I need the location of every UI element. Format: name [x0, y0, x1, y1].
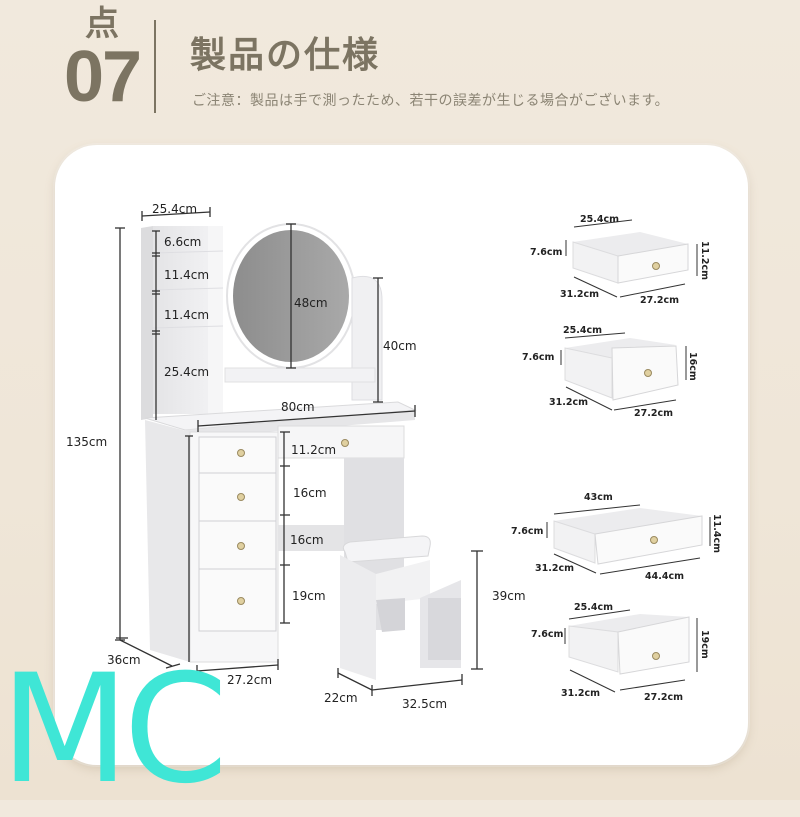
drawer-4-side: 7.6cm: [531, 629, 563, 640]
drawer-3-depth: 31.2cm: [535, 563, 574, 574]
drawer-1-front-width: 27.2cm: [640, 295, 679, 306]
drawer-2-depth: 31.2cm: [549, 397, 588, 408]
total-height-label: 135cm: [66, 435, 107, 449]
drawer-diagram-3: 43cm 7.6cm 11.4cm 31.2cm 44.4cm: [511, 492, 722, 582]
depth-label: 36cm: [107, 653, 141, 667]
drawer-1-width: 25.4cm: [580, 214, 619, 225]
drawer-3-side: 7.6cm: [511, 526, 543, 537]
drawer-1-side: 7.6cm: [530, 247, 562, 258]
drawer-2-label: 16cm: [293, 486, 327, 500]
mirror-stand-label: 40cm: [383, 339, 417, 353]
drawer-4-front-width: 27.2cm: [644, 692, 683, 703]
vanity-dimension-lines: [115, 207, 483, 696]
page-title: 製品の仕様: [190, 35, 381, 76]
drawer-3-label: 16cm: [290, 533, 324, 547]
drawer-diagram-1: 25.4cm 7.6cm 11.2cm 31.2cm 27.2cm: [530, 214, 710, 306]
point-label: 点: [85, 4, 119, 44]
point-number: 07: [63, 37, 142, 117]
drawer-diagram-2: 25.4cm 7.6cm 16cm 31.2cm 27.2cm: [522, 325, 698, 419]
vanity-table: [141, 223, 417, 663]
drawer-3-width: 43cm: [584, 492, 613, 503]
shelf-width-label: 25.4cm: [152, 202, 197, 216]
drawer-2-front-width: 27.2cm: [634, 408, 673, 419]
drawer-2-front-height: 16cm: [687, 352, 698, 381]
shelf-4-label: 25.4cm: [164, 365, 209, 379]
mirror-label: 48cm: [294, 296, 328, 310]
stool: [340, 535, 461, 680]
drawer-diagram-4: 25.4cm 7.6cm 19cm 31.2cm 27.2cm: [531, 602, 710, 703]
stool-height-label: 39cm: [492, 589, 526, 603]
drawer-3-front-width: 44.4cm: [645, 571, 684, 582]
table-width-label: 80cm: [281, 400, 315, 414]
shelf-3-label: 11.4cm: [164, 308, 209, 322]
stool-depth-label: 22cm: [324, 691, 358, 705]
watermark: MC: [0, 643, 228, 817]
cabinet-width-label: 27.2cm: [227, 673, 272, 687]
drawer-3-front-height: 11.4cm: [711, 514, 722, 553]
drawer-1-front-height: 11.2cm: [699, 241, 710, 280]
shelf-1-label: 6.6cm: [164, 235, 201, 249]
drawer-4-depth: 31.2cm: [561, 688, 600, 699]
product-diagram: 25.4cm 6.6cm 11.4cm 11.4cm 25.4cm 48cm 4…: [66, 202, 722, 711]
drawer-2-width: 25.4cm: [563, 325, 602, 336]
drawer-4-front-height: 19cm: [699, 630, 710, 659]
drawer-1-depth: 31.2cm: [560, 289, 599, 300]
measurement-note: ご注意：製品は手で測ったため、若干の誤差が生じる場合がございます。: [192, 93, 670, 109]
drawer-4-label: 19cm: [292, 589, 326, 603]
shelf-2-label: 11.4cm: [164, 268, 209, 282]
stool-width-label: 32.5cm: [402, 697, 447, 711]
drawer-4-width: 25.4cm: [574, 602, 613, 613]
drawer-1-label: 11.2cm: [291, 443, 336, 457]
header-divider: [154, 20, 156, 113]
drawer-2-side: 7.6cm: [522, 352, 554, 363]
section-number: 点 07: [54, 4, 150, 117]
